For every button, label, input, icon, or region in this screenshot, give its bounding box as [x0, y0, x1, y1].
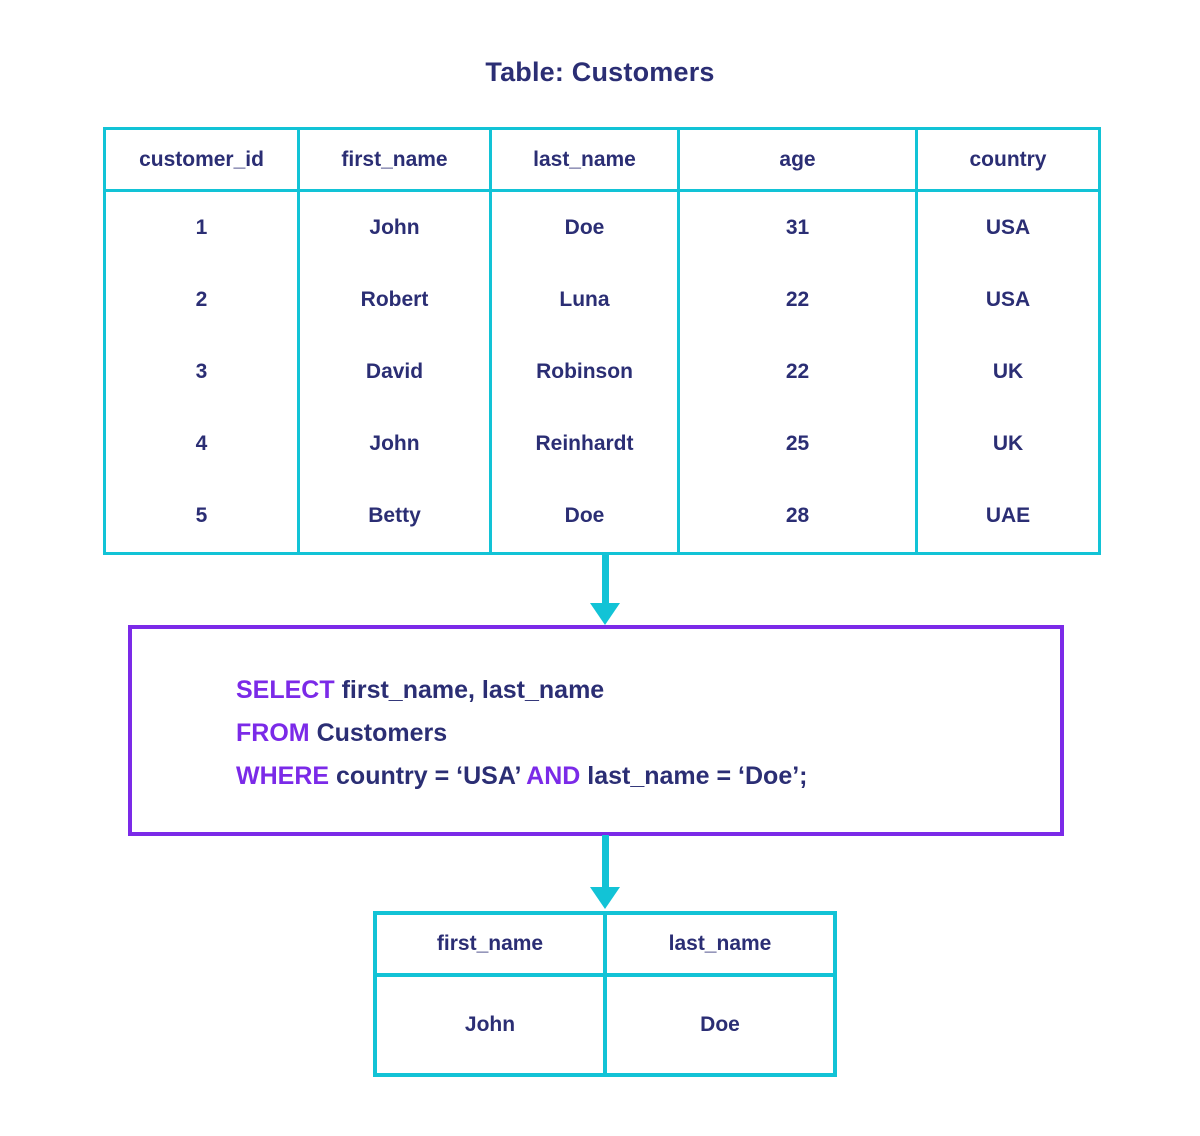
sql-keyword-from: FROM: [236, 719, 310, 747]
source-column-age: 31 22 22 25 28: [680, 192, 918, 552]
table-cell: David: [365, 360, 424, 383]
source-table-header-row: customer_id first_name last_name age cou…: [106, 130, 1098, 192]
sql-line-2-rest: Customers: [316, 719, 448, 747]
source-column-country: USA USA UK UK UAE: [918, 192, 1098, 552]
sql-line-1-rest: first_name, last_name: [341, 676, 605, 704]
table-cell: USA: [985, 288, 1031, 311]
column-header-customer-id: customer_id: [106, 130, 300, 189]
sql-line-3: WHERE country = ‘USA’ AND last_name = ‘D…: [236, 755, 808, 798]
arrow-head: [590, 887, 620, 909]
arrow-head: [590, 603, 620, 625]
source-table: customer_id first_name last_name age cou…: [103, 127, 1101, 555]
table-cell: 31: [785, 216, 810, 239]
result-table: first_name last_name John Doe: [373, 911, 837, 1077]
table-cell: 25: [785, 432, 810, 455]
column-header-first-name: first_name: [300, 130, 492, 189]
table-cell: UAE: [985, 504, 1031, 527]
column-header-last-name: last_name: [492, 130, 680, 189]
table-cell: Betty: [368, 504, 421, 527]
table-cell: John: [369, 216, 420, 239]
column-header-country: country: [969, 147, 1047, 171]
table-cell: UK: [992, 360, 1024, 383]
table-cell: 2: [195, 288, 208, 311]
arrow-query-to-result-icon: [590, 835, 620, 913]
arrow-shaft: [602, 835, 609, 889]
table-cell: 4: [195, 432, 208, 455]
table-cell: Robinson: [536, 360, 633, 383]
table-cell: Doe: [700, 1013, 740, 1036]
sql-line-1: SELECT first_name, last_name: [236, 669, 808, 712]
sql-condition-lastname: last_name = ‘Doe’;: [587, 762, 808, 790]
table-row: John Doe: [377, 977, 833, 1073]
sql-query-box: SELECT first_name, last_name FROM Custom…: [128, 625, 1064, 836]
table-cell: John: [369, 432, 420, 455]
source-column-first-name: John Robert David John Betty: [300, 192, 492, 552]
arrow-table-to-query-icon: [590, 555, 620, 627]
table-cell: Reinhardt: [535, 432, 634, 455]
table-cell: UK: [992, 432, 1024, 455]
column-header-age: age: [680, 130, 918, 189]
result-table-header-row: first_name last_name: [377, 915, 833, 977]
table-cell: Doe: [564, 216, 605, 239]
table-cell: 22: [785, 360, 810, 383]
table-cell: 22: [785, 288, 810, 311]
sql-keyword-and: AND: [526, 762, 581, 790]
arrow-shaft: [602, 555, 609, 605]
table-cell: 1: [195, 216, 208, 239]
sql-keyword-select: SELECT: [236, 676, 335, 704]
table-cell: 28: [785, 504, 810, 527]
sql-line-2: FROM Customers: [236, 712, 808, 755]
table-cell: John: [377, 977, 607, 1073]
result-column-header-last-name: last_name: [668, 932, 772, 955]
table-cell: Doe: [564, 504, 605, 527]
table-cell: Robert: [360, 288, 429, 311]
page-title: Table: Customers: [485, 57, 715, 87]
table-cell: 5: [195, 504, 208, 527]
sql-keyword-where: WHERE: [236, 762, 330, 790]
table-cell: 3: [195, 360, 208, 383]
sql-condition-country: country = ‘USA’: [336, 762, 521, 790]
source-table-body: 1 2 3 4 5 John Robert David John Betty D…: [106, 192, 1098, 552]
sql-query-text: SELECT first_name, last_name FROM Custom…: [236, 669, 808, 798]
source-column-last-name: Doe Luna Robinson Reinhardt Doe: [492, 192, 680, 552]
table-cell: USA: [985, 216, 1031, 239]
result-column-header-first-name: first_name: [377, 915, 607, 973]
table-cell: Luna: [559, 288, 610, 311]
source-column-customer-id: 1 2 3 4 5: [106, 192, 300, 552]
